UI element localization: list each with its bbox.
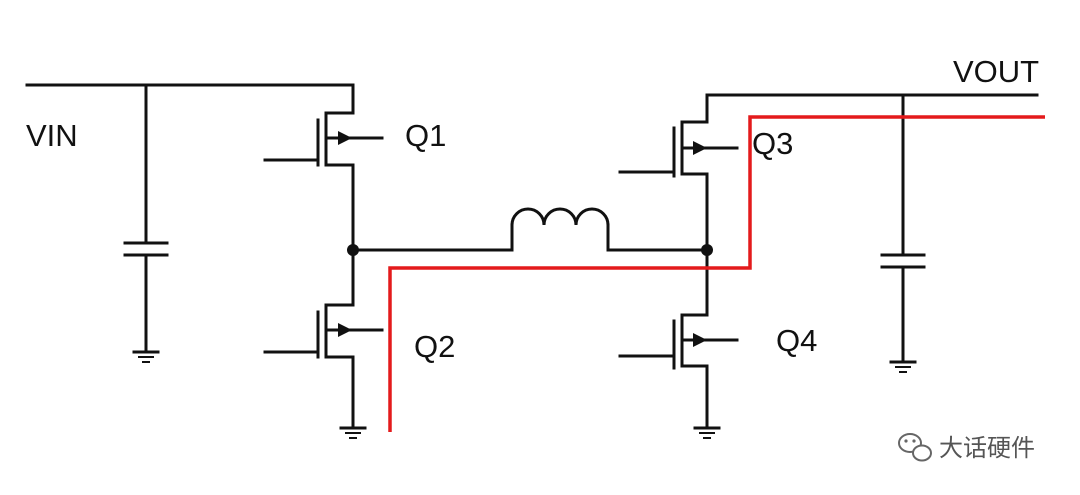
ground-symbol-q2 [339, 426, 367, 439]
inductor-right-lead [606, 223, 709, 252]
watermark: 大话硬件 [898, 433, 1035, 462]
vout-rail-wire [705, 93, 1039, 124]
q1-label: Q1 [405, 118, 446, 153]
vout-label: VOUT [953, 54, 1039, 89]
q3-transistor [618, 120, 739, 178]
q4-label: Q4 [776, 323, 817, 358]
watermark-text: 大话硬件 [939, 434, 1035, 462]
wechat-icon [898, 433, 932, 462]
q4-transistor [618, 313, 739, 430]
inductor-left-lead [351, 223, 514, 252]
q2-label: Q2 [414, 329, 455, 364]
q1-transistor [263, 111, 384, 167]
q3-label: Q3 [752, 126, 793, 161]
current-path-line [388, 115, 1045, 432]
inductor-coil [510, 207, 610, 227]
vin-rail-wire [25, 83, 355, 115]
ground-symbol-q4 [693, 426, 721, 439]
ground-symbol-input-capacitor [132, 350, 160, 363]
output-capacitor [880, 93, 926, 364]
q2-transistor [263, 303, 384, 430]
vin-label: VIN [26, 118, 78, 153]
ground-symbol-output-capacitor [889, 360, 917, 373]
input-capacitor [123, 83, 169, 354]
